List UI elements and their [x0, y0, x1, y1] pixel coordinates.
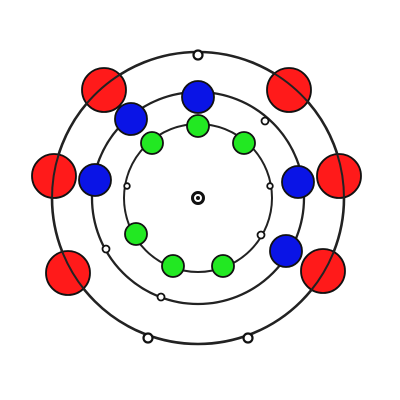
- middle-ring-blue-bead: [269, 234, 303, 268]
- middle-ring-hole: [256, 230, 266, 240]
- inner-ring-green-bead: [124, 222, 148, 246]
- inner-ring-green-bead: [161, 254, 185, 278]
- middle-ring-hole: [260, 116, 270, 126]
- outer-ring-red-bead: [266, 67, 312, 113]
- holes-layer: [101, 49, 274, 344]
- middle-ring-hole: [156, 292, 166, 302]
- inner-ring-hole: [123, 182, 131, 190]
- outer-ring-hole: [242, 332, 254, 344]
- beads-layer: [31, 67, 362, 296]
- inner-ring-green-bead: [186, 114, 210, 138]
- inner-ring-hole: [266, 182, 274, 190]
- outer-ring-overpass: [310, 250, 336, 292]
- center-hub-dot: [196, 196, 200, 200]
- outer-ring-hole: [192, 49, 204, 61]
- inner-ring-green-bead: [140, 131, 164, 155]
- outer-ring-overpass: [335, 152, 345, 199]
- inner-ring-green-bead: [211, 254, 235, 278]
- outer-ring-overpass: [51, 153, 60, 199]
- outer-ring-overpass: [60, 249, 86, 291]
- middle-ring-blue-bead: [181, 80, 215, 114]
- outer-ring-red-bead: [300, 248, 346, 294]
- outer-ring-overpass: [85, 73, 122, 105]
- outer-ring-overpass: [272, 72, 310, 104]
- middle-ring-blue-bead: [78, 163, 112, 197]
- outer-ring-hole: [142, 332, 154, 344]
- outer-ring-red-bead: [316, 153, 362, 199]
- inner-ring-green-bead: [232, 131, 256, 155]
- middle-ring-blue-bead: [114, 102, 148, 136]
- middle-ring-hole: [101, 244, 111, 254]
- middle-ring-blue-bead: [281, 165, 315, 199]
- center-layer: [191, 191, 205, 205]
